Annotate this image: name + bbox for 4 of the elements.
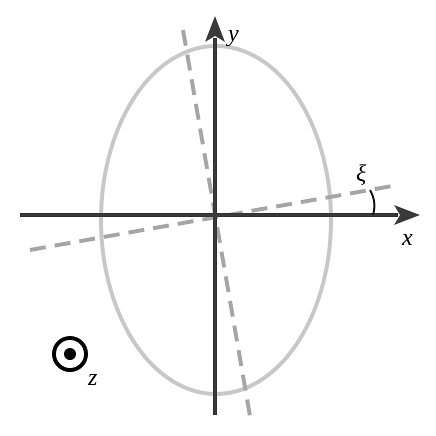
axis-label: y (228, 22, 239, 46)
axis-label: ξ (356, 162, 366, 186)
axis-label: z (88, 366, 98, 390)
axis-label: x (402, 226, 413, 250)
